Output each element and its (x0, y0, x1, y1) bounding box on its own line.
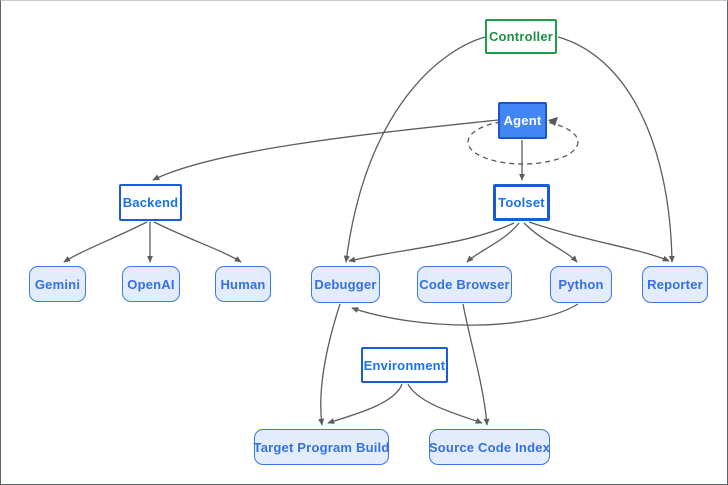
node-python: Python (550, 266, 612, 303)
node-agent: Agent (498, 102, 547, 139)
edge-controller-debugger (343, 36, 486, 263)
edge-debugger-target-program-build (318, 303, 341, 426)
node-gemini: Gemini (29, 266, 86, 302)
node-reporter: Reporter (642, 266, 708, 303)
node-openai: OpenAI (122, 266, 180, 302)
node-debugger: Debugger (311, 266, 380, 303)
node-human: Human (215, 266, 271, 302)
edge-backend-human (153, 221, 242, 263)
node-toolset: Toolset (493, 184, 550, 221)
node-backend: Backend (119, 184, 182, 221)
node-code-browser: Code Browser (417, 266, 512, 303)
node-controller: Controller (485, 19, 557, 54)
edge-controller-reporter (557, 36, 675, 263)
edge-toolset-code-browser (466, 222, 520, 263)
edge-environment-source-code-index (407, 383, 483, 424)
node-environment: Environment (361, 347, 448, 383)
edge-toolset-debugger (348, 222, 515, 263)
edge-toolset-reporter (528, 221, 670, 262)
edge-agent-backend (152, 119, 499, 181)
edge-environment-target-program-build (327, 383, 403, 424)
agent-self-loop-arrowhead (548, 117, 558, 126)
edge-backend-gemini (63, 221, 148, 263)
edge-toolset-python (523, 222, 578, 263)
edge-python-debugger (351, 303, 579, 326)
node-source-code-index: Source Code Index (429, 429, 550, 465)
edge-code-browser-source-code-index (462, 303, 490, 426)
node-target-program-build: Target Program Build (254, 429, 389, 465)
